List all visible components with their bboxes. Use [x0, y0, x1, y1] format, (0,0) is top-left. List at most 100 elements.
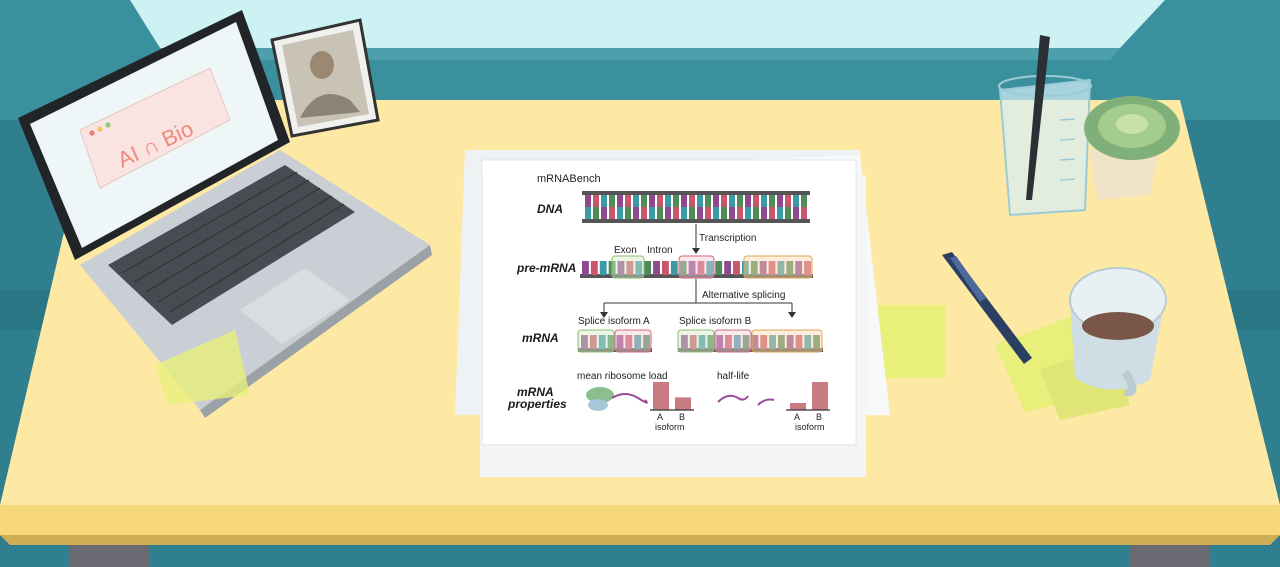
half-life-label: half-life: [717, 371, 750, 382]
nucleotide: [653, 261, 660, 275]
isoform-a-exon-box-2: [614, 329, 652, 353]
window-close-dot: [89, 130, 95, 136]
nucleotide: [679, 261, 687, 275]
nucleotide: [742, 335, 750, 349]
nucleotide: [649, 195, 655, 207]
picture-frame: [270, 18, 380, 138]
laptop[interactable]: AI ∩ Bio: [18, 10, 432, 418]
hl-axis-label: isoform: [795, 422, 825, 432]
pre-mrna-strand: [580, 255, 813, 279]
nucleotide: [725, 335, 732, 349]
degrading-mrna-icon: [717, 394, 749, 403]
nucleotide: [713, 207, 719, 219]
pen-clip: [950, 256, 986, 302]
bar-a: [790, 403, 806, 410]
nucleotide: [657, 195, 663, 207]
nucleotide: [670, 261, 678, 275]
nucleotide: [786, 261, 794, 275]
nucleotide: [582, 261, 589, 275]
nucleotide: [643, 335, 650, 349]
mean-ribosome-load-label: mean ribosome load: [577, 371, 668, 382]
nucleotide: [795, 335, 803, 349]
exon-highlight-2: [743, 255, 813, 279]
nucleotide: [813, 335, 820, 349]
beaker-tick-1: [1059, 118, 1076, 121]
succulent-plant: [1084, 96, 1180, 200]
nucleotide: [673, 195, 679, 207]
nucleotide: [769, 207, 775, 219]
nucleotide: [601, 207, 607, 219]
bar-b: [675, 397, 691, 410]
nucleotide: [733, 335, 741, 349]
beaker-tick-3: [1059, 158, 1076, 161]
nucleotide: [689, 207, 695, 219]
nucleotide: [698, 335, 706, 349]
window: [130, 0, 1165, 48]
nucleotide: [745, 207, 751, 219]
portrait-head: [310, 51, 334, 79]
row-label-dna: DNA: [537, 202, 563, 216]
exon-highlight: [611, 255, 645, 279]
nucleotide: [705, 195, 711, 207]
nucleotide: [786, 335, 794, 349]
nucleotide: [705, 207, 711, 219]
nucleotide: [633, 207, 639, 219]
nucleotide: [607, 335, 615, 349]
window-min-dot: [97, 126, 103, 132]
nucleotide: [785, 195, 791, 207]
nucleotide: [777, 261, 785, 275]
nucleotide: [681, 335, 688, 349]
nucleotide: [641, 207, 647, 219]
nucleotide: [741, 261, 749, 275]
nucleotide: [689, 335, 697, 349]
nucleotide: [633, 195, 639, 207]
nucleotide: [585, 195, 591, 207]
nucleotide: [688, 261, 696, 275]
isoform-a-bases: [581, 335, 650, 349]
keyboard[interactable]: [108, 165, 355, 325]
nucleotide: [777, 207, 783, 219]
nucleotide: [609, 195, 615, 207]
row-label-pre-mrna: pre-mRNA: [516, 261, 576, 275]
trackpad[interactable]: [240, 268, 350, 344]
nucleotide: [644, 261, 652, 275]
hl-bar-a-label: A: [794, 412, 800, 422]
pen-in-beaker[interactable]: [1026, 35, 1050, 200]
nucleotide: [689, 195, 695, 207]
isoform-a-strand: [577, 329, 652, 353]
beaker: [998, 75, 1092, 217]
beaker-tick-4: [1059, 178, 1076, 181]
transcription-label: Transcription: [699, 233, 756, 244]
nucleotide: [617, 195, 623, 207]
nucleotide: [657, 207, 663, 219]
nucleotide: [750, 261, 758, 275]
coffee-mug[interactable]: [1069, 267, 1167, 397]
nucleotide: [751, 335, 759, 349]
nucleotide: [661, 261, 669, 275]
plant-leaves-core: [1116, 114, 1148, 134]
nucleotide: [625, 195, 631, 207]
beaker-tick-2: [1059, 138, 1076, 141]
laptop-base-edge: [200, 245, 432, 418]
nucleotide: [634, 335, 642, 349]
intron-label: Intron: [647, 245, 673, 256]
ribosome-icon: [586, 387, 614, 403]
desk-front: [0, 505, 1280, 535]
nucleotide: [777, 195, 783, 207]
isoform-b-strand: [677, 329, 823, 353]
nucleotide: [804, 335, 812, 349]
splicing-right-arrowhead: [788, 312, 796, 318]
mrl-bar-a-label: A: [657, 412, 663, 422]
nucleotide: [761, 207, 767, 219]
nucleotide: [737, 207, 743, 219]
pen[interactable]: [942, 252, 1032, 364]
row-label-mrna: mRNA: [522, 331, 559, 345]
nucleotide: [601, 195, 607, 207]
nucleotide: [761, 195, 767, 207]
isoform-b-label: Splice isoform B: [679, 316, 752, 327]
pen-body: [942, 252, 1032, 364]
dna-strand: [582, 191, 810, 223]
nucleotide: [585, 207, 591, 219]
nucleotide: [713, 195, 719, 207]
